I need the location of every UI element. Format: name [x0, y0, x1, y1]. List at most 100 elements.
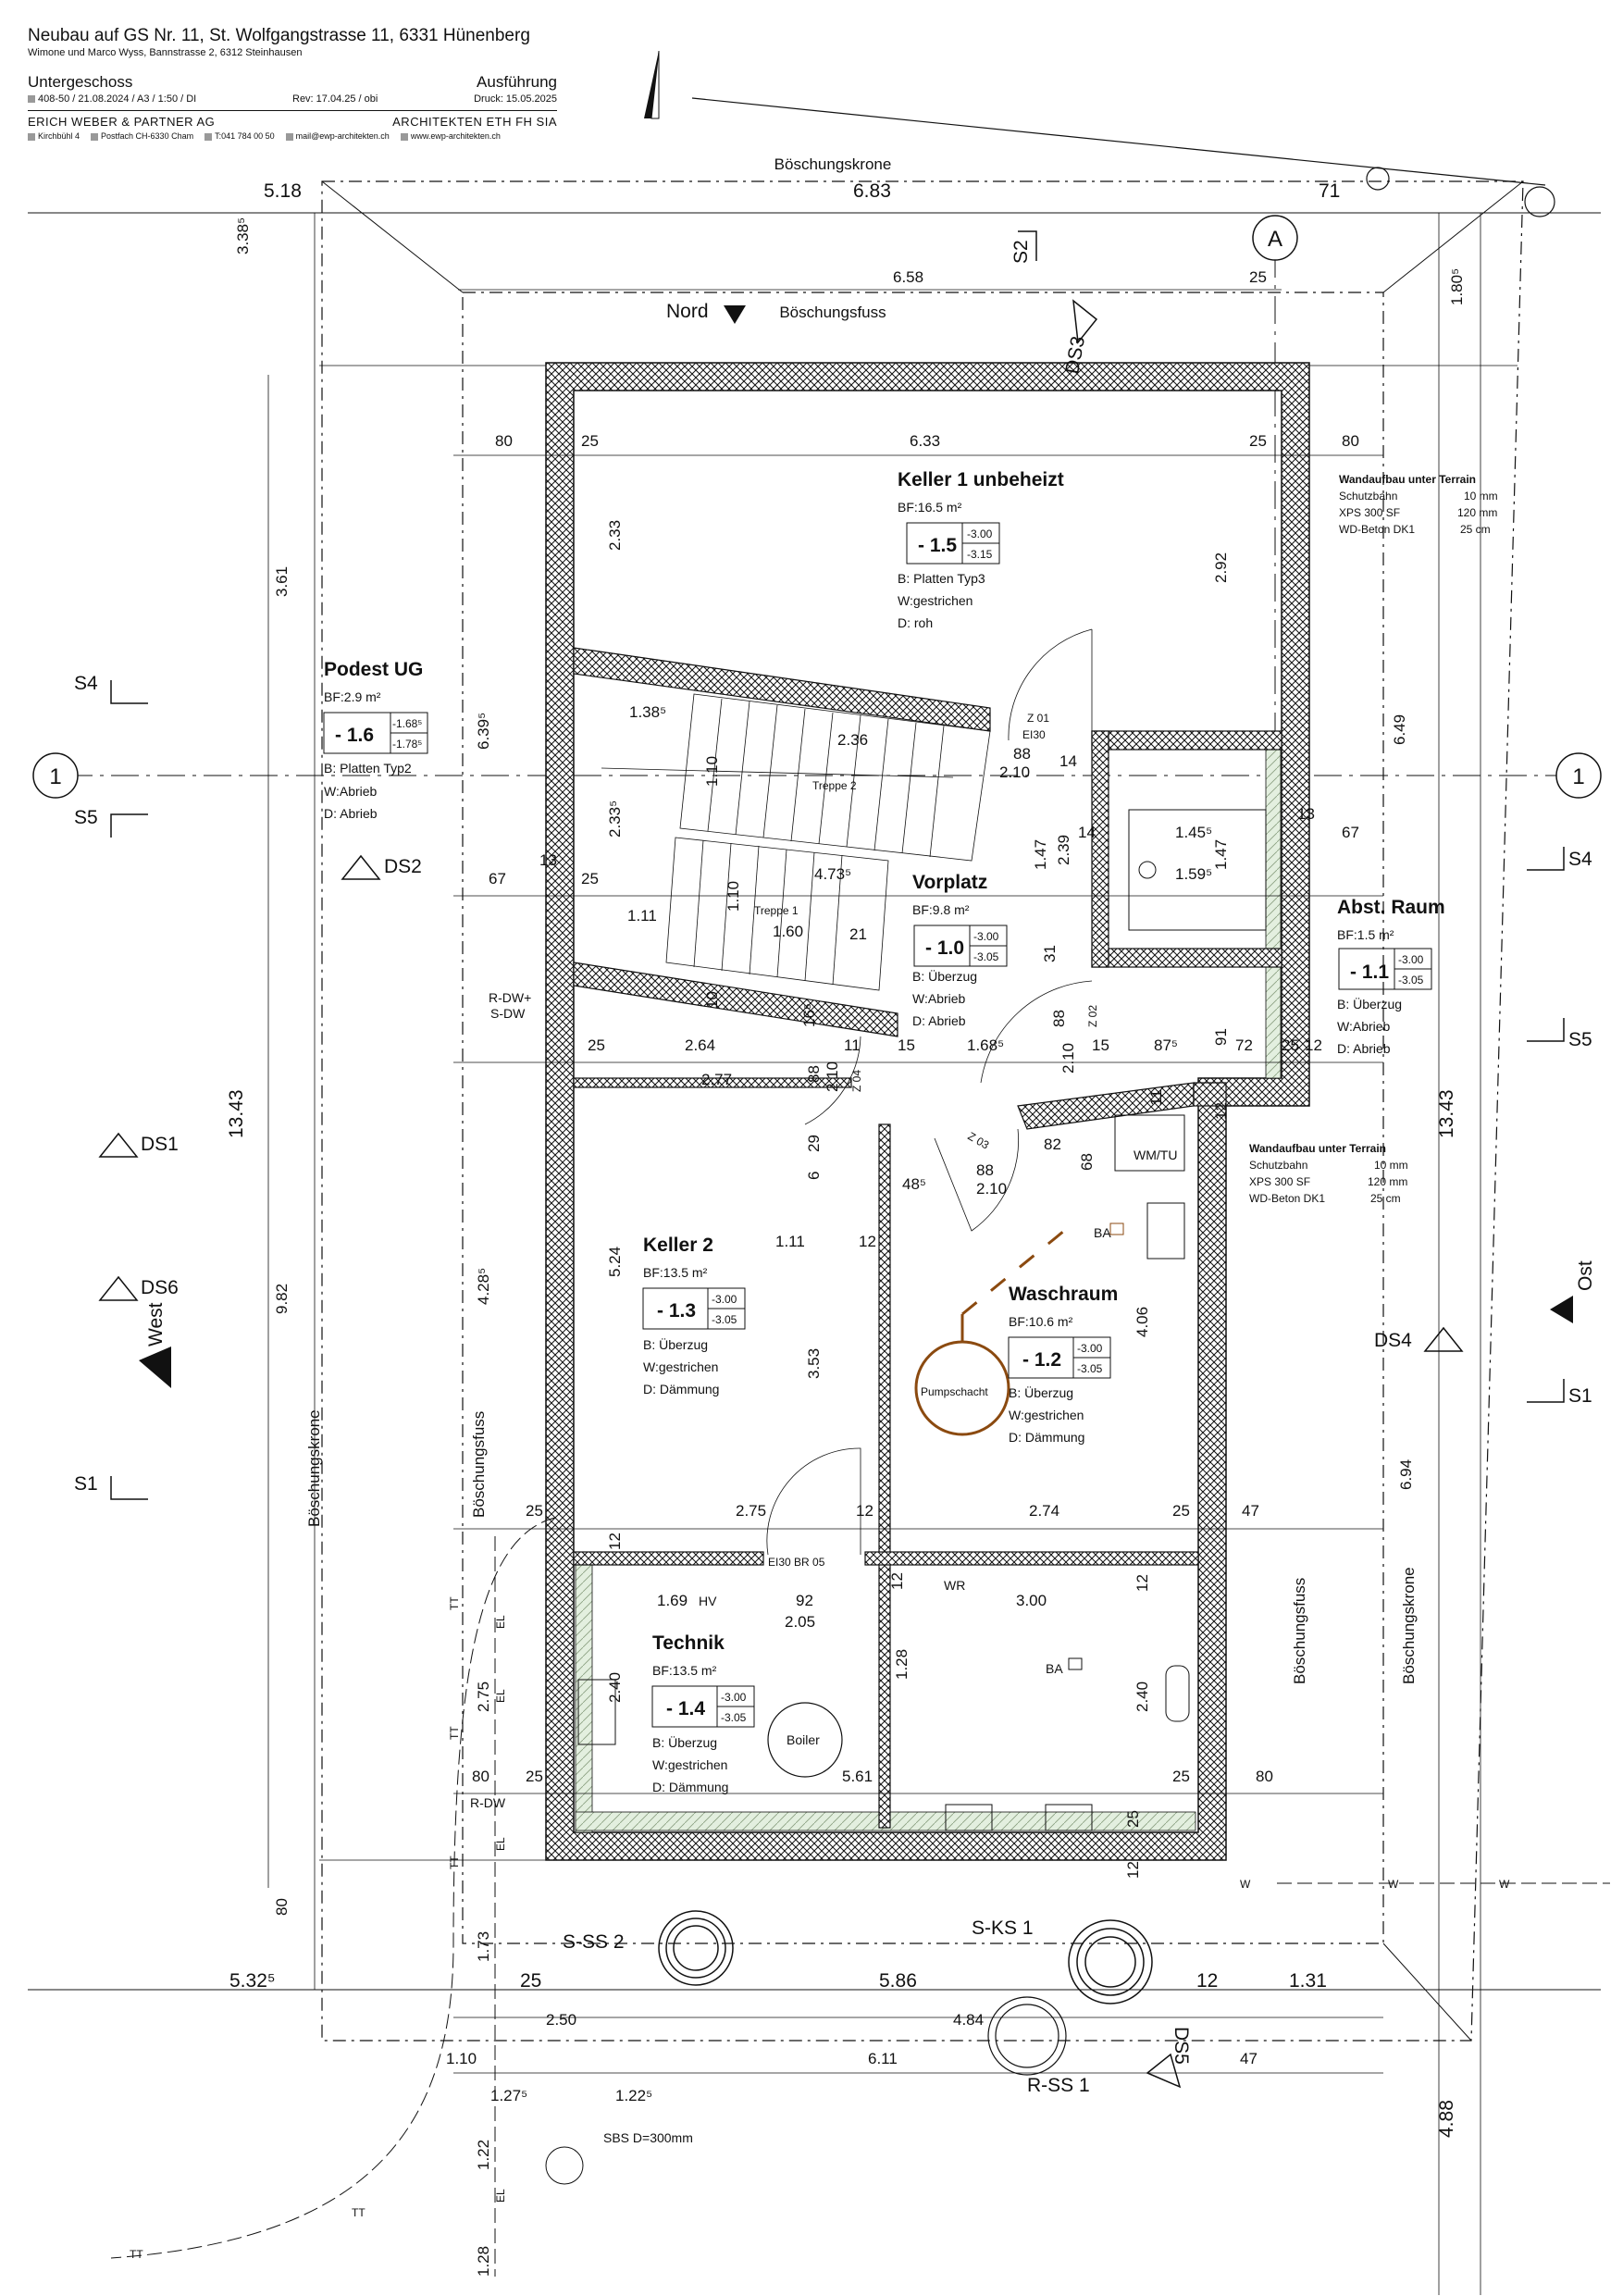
svg-text:1.73: 1.73 [475, 1931, 492, 1962]
label-tt: TT [448, 1855, 461, 1869]
manhole-s-ks1 [1068, 1919, 1153, 2004]
svg-text:W:Abrieb: W:Abrieb [324, 784, 378, 799]
svg-text:80: 80 [1256, 1768, 1273, 1785]
svg-text:BF:9.8 m²: BF:9.8 m² [912, 902, 970, 917]
phase: Ausführung [477, 73, 557, 91]
svg-text:-3.15: -3.15 [967, 548, 993, 561]
room-abst-raum: Abst. Raum BF:1.5 m² - 1.1 -3.00 -3.05 B… [1337, 897, 1445, 1056]
svg-text:5.61: 5.61 [842, 1768, 873, 1785]
svg-text:1.11: 1.11 [627, 907, 657, 925]
svg-text:1: 1 [49, 764, 61, 789]
svg-text:-3.05: -3.05 [1398, 974, 1424, 987]
svg-text:6.39⁵: 6.39⁵ [475, 713, 492, 750]
firm-name: ERICH WEBER & PARTNER AG [28, 115, 216, 129]
firm-type: ARCHITEKTEN ETH FH SIA [392, 115, 557, 129]
svg-text:25: 25 [1249, 432, 1267, 450]
svg-text:2.74: 2.74 [1029, 1502, 1059, 1520]
label-treppe1: Treppe 1 [754, 904, 799, 917]
insulation-strip [1265, 730, 1282, 1079]
svg-text:- 1.5: - 1.5 [918, 535, 957, 556]
svg-text:2.36: 2.36 [837, 731, 868, 749]
svg-text:W:Abrieb: W:Abrieb [1337, 1019, 1391, 1034]
ds-triangle-icon [1423, 1326, 1464, 1352]
svg-text:B: Überzug: B: Überzug [1337, 996, 1402, 1011]
svg-text:D: Abrieb: D: Abrieb [1337, 1041, 1391, 1056]
svg-text:XPS 300 SF: XPS 300 SF [1339, 506, 1400, 519]
label-w: W [1388, 1878, 1399, 1891]
label-s-ss2: S-SS 2 [563, 1931, 625, 1953]
svg-text:12: 12 [859, 1233, 876, 1250]
label-treppe2: Treppe 2 [812, 779, 857, 792]
svg-text:BF:13.5 m²: BF:13.5 m² [643, 1265, 708, 1280]
label-ba-wasch: BA [1094, 1225, 1111, 1240]
svg-text:3.61: 3.61 [273, 566, 291, 597]
section-ds2: DS2 [384, 856, 422, 877]
svg-text:A: A [1268, 227, 1282, 252]
door-z01 [1008, 628, 1093, 741]
svg-text:120 mm: 120 mm [1368, 1175, 1407, 1188]
label-boeschungskrone: Böschungskrone [774, 155, 892, 173]
svg-text:13: 13 [1297, 805, 1315, 823]
svg-text:1.10: 1.10 [703, 756, 721, 787]
svg-text:15: 15 [898, 1036, 915, 1054]
svg-text:92: 92 [796, 1592, 813, 1609]
section-s1-right: S1 [1568, 1385, 1592, 1407]
label-el: EL [494, 2189, 507, 2203]
label-ost: Ost [1575, 1260, 1596, 1291]
drain-icon [1165, 1665, 1190, 1722]
door-z04 [804, 1036, 861, 1125]
svg-text:Schutzbahn: Schutzbahn [1339, 490, 1397, 503]
svg-text:12: 12 [1196, 1970, 1218, 1992]
floor-name: Untergeschoss [28, 73, 133, 91]
label-hv: HV [699, 1594, 717, 1608]
title-block: Neubau auf GS Nr. 11, St. Wolfgangstrass… [28, 26, 557, 141]
axis-marker-a: A [1252, 215, 1298, 261]
svg-text:BF:16.5 m²: BF:16.5 m² [898, 500, 962, 515]
svg-text:2.33: 2.33 [606, 520, 624, 551]
plan-info: 408-50 / 21.08.2024 / A3 / 1:50 / DI [28, 93, 196, 105]
svg-text:12: 12 [1212, 1102, 1230, 1120]
section-s2: S2 [1010, 240, 1032, 264]
svg-text:88: 88 [976, 1161, 994, 1179]
svg-text:10: 10 [703, 991, 721, 1009]
svg-text:2.10: 2.10 [824, 1061, 841, 1092]
svg-text:68: 68 [1078, 1153, 1096, 1171]
svg-text:W:Abrieb: W:Abrieb [912, 991, 966, 1006]
svg-text:-3.05: -3.05 [1077, 1362, 1103, 1375]
svg-text:2.10: 2.10 [999, 763, 1030, 781]
svg-text:-3.00: -3.00 [967, 527, 993, 540]
print-date: Druck: 15.05.2025 [474, 93, 557, 105]
svg-text:47: 47 [1240, 2050, 1258, 2067]
svg-text:1.11: 1.11 [775, 1233, 805, 1250]
ost-arrow-icon [1550, 1296, 1573, 1323]
label-ei30-br05: EI30 BR 05 [768, 1556, 825, 1569]
svg-text:1.45⁵: 1.45⁵ [1175, 824, 1212, 841]
svg-text:12: 12 [1124, 1861, 1142, 1879]
client-line: Wimone und Marco Wyss, Bannstrasse 2, 63… [28, 47, 303, 58]
manhole-s-ss2 [658, 1910, 734, 1986]
svg-text:BF:1.5 m²: BF:1.5 m² [1337, 927, 1394, 942]
toilet-room-box [1128, 809, 1267, 931]
svg-text:-3.05: -3.05 [712, 1313, 737, 1326]
label-boeschungsfuss: Böschungsfuss [779, 304, 886, 321]
label-boeschungskrone-east: Böschungskrone [1400, 1567, 1418, 1684]
svg-text:67: 67 [1342, 824, 1359, 841]
svg-text:B: Platten Typ3: B: Platten Typ3 [898, 571, 985, 586]
svg-text:XPS 300 SF: XPS 300 SF [1249, 1175, 1310, 1188]
label-el: EL [494, 1615, 507, 1629]
svg-text:Vorplatz: Vorplatz [912, 872, 987, 893]
svg-text:-3.00: -3.00 [1077, 1342, 1103, 1355]
svg-text:4.88: 4.88 [1436, 2100, 1457, 2138]
label-sbs: SBS D=300mm [603, 2130, 693, 2145]
washer-box [1114, 1114, 1185, 1172]
pipe-tt [110, 1517, 556, 2259]
svg-text:D: Dämmung: D: Dämmung [643, 1382, 719, 1396]
sink-icon [1146, 1202, 1185, 1260]
label-tt: TT [352, 2206, 365, 2219]
svg-text:14: 14 [1078, 824, 1096, 841]
label-z04: Z 04 [850, 1070, 863, 1092]
svg-text:25: 25 [1124, 1810, 1142, 1828]
svg-text:1.47: 1.47 [1212, 839, 1230, 870]
svg-text:6.94: 6.94 [1397, 1459, 1415, 1490]
